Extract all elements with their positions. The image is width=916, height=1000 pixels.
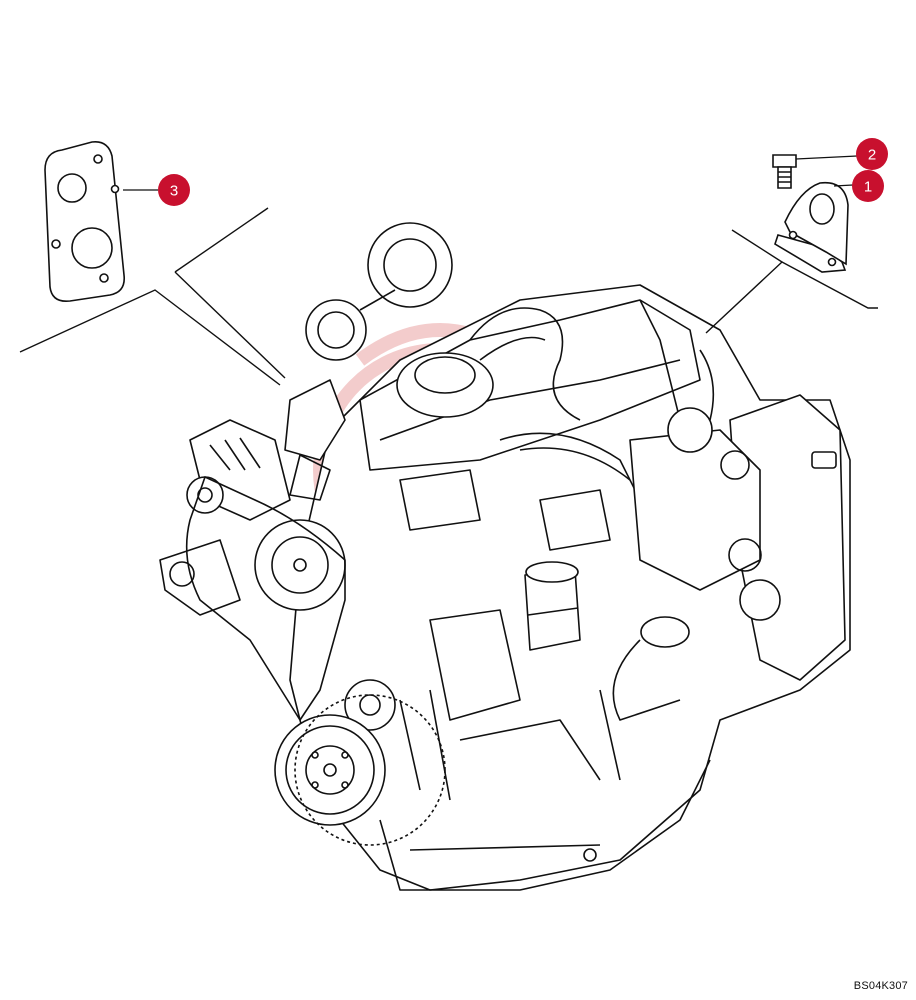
exploded-view-lines: [19, 207, 878, 386]
callout-1-marker: [852, 170, 884, 202]
engine-illustration: [159, 222, 851, 891]
callout-3-marker: [158, 174, 190, 206]
callout-1-label: 1: [864, 179, 872, 196]
reference-code: BS04K307: [853, 980, 908, 992]
callout-3-label: 3: [170, 183, 178, 200]
leader-lines: [123, 155, 858, 191]
gasket-plate-part: [44, 140, 126, 303]
callout-3[interactable]: 3: [158, 174, 190, 206]
callout-2-label: 2: [868, 147, 876, 164]
callout-2[interactable]: 2: [856, 138, 888, 170]
bolt-part: [772, 154, 797, 189]
mounting-bracket-part: [774, 181, 849, 273]
callout-2-marker: [856, 138, 888, 170]
callout-1[interactable]: 1: [852, 170, 884, 202]
